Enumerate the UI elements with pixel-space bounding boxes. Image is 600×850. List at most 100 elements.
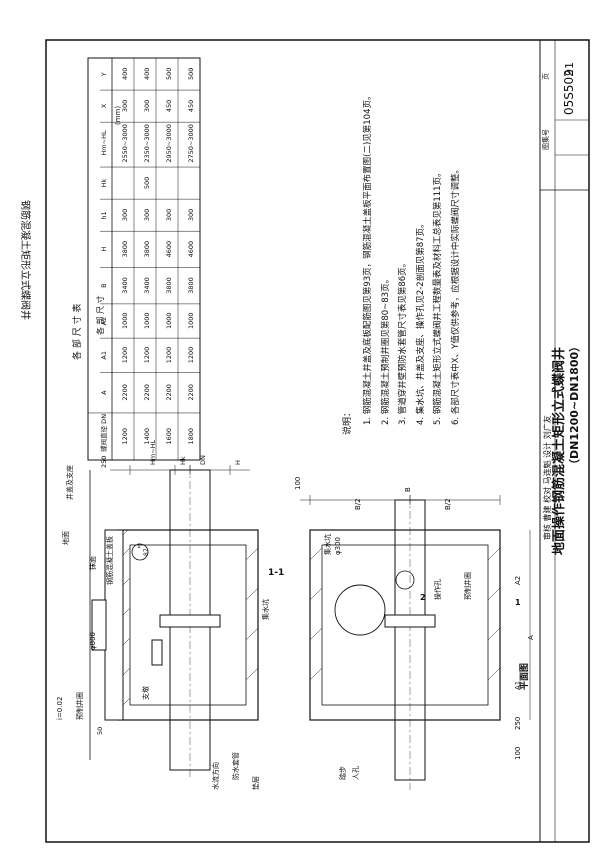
table-header-cell: Y	[100, 72, 108, 77]
table-cell: 400	[143, 68, 151, 80]
plan-label: 操作孔	[433, 579, 442, 600]
plan-dim: B/2	[354, 498, 362, 510]
table-caption: 各 部 尺 寸 表	[71, 304, 83, 360]
table-cell: 300	[165, 209, 173, 221]
table-header-cell: X	[100, 103, 108, 108]
table-cell: 4600	[165, 241, 173, 258]
note-item: 3. 管道穿井壁预防水套管尺寸表见第86页。	[397, 259, 408, 425]
section-title: 1-1	[268, 568, 284, 578]
table-frame	[87, 57, 201, 461]
title-block: 地面操作钢筋混凝土矩形立式蝶阀井 （DN1200~DN1800） 审核 曹建 校…	[539, 40, 589, 842]
table-cell: 2750~3000	[187, 124, 195, 163]
table-cell: 3800	[165, 277, 173, 294]
section-label: 预制井圈	[75, 692, 84, 720]
dim-label: H	[234, 460, 242, 465]
plan-label: 踏步	[338, 766, 347, 780]
table-cell: 4600	[187, 241, 195, 258]
table-header-cell: h1	[100, 211, 108, 219]
plan-dim: B	[404, 487, 412, 492]
table-cell: 450	[165, 100, 173, 112]
table-cell: 400	[121, 68, 129, 80]
plan-dim: B/2	[444, 498, 452, 510]
callout-87: 87	[143, 548, 150, 556]
section-label: 钢筋混凝土盖板	[105, 536, 114, 585]
table-group-header: 各 部 尺 寸	[95, 295, 105, 335]
section-label: 地面	[61, 531, 70, 545]
table-cell: 1800	[187, 428, 195, 445]
table-unit: (mm)	[114, 106, 122, 125]
table-cell: 300	[143, 100, 151, 112]
section-label: 防水套管	[231, 752, 240, 780]
side-title: 钢筋混凝土矩形立式蝶阀井	[19, 200, 32, 320]
table-header-cell: Hk	[100, 179, 108, 188]
table-cell: 500	[187, 68, 195, 80]
table-cell: 1200	[187, 347, 195, 364]
dim-label: 250	[100, 456, 108, 468]
notes-block: 说明： 1. 钢筋混凝土井盖及底板配筋图见第93页，钢筋混凝土盖板平面布置图(二…	[341, 92, 461, 436]
dim-label: Hk	[179, 456, 187, 465]
plan-dim: A2	[514, 576, 522, 585]
title-main: 地面操作钢筋混凝土矩形立式蝶阀井	[551, 347, 567, 555]
section-label: 支墩	[141, 686, 150, 700]
table-cell: 1000	[121, 312, 129, 329]
table-cell: 500	[165, 68, 173, 80]
table-cell: 300	[121, 209, 129, 221]
section-mark-2: 2	[420, 593, 426, 602]
table-cell: 1200	[143, 347, 151, 364]
section-label: 集水坑	[261, 599, 270, 620]
plan-dim: 250	[514, 717, 522, 730]
table-cell: 3800	[121, 241, 129, 258]
plan-label: 预制井圈	[463, 572, 472, 600]
plan-label: 集水坑	[323, 534, 332, 555]
note-item: 6. 各部尺寸表中X、Y值仅供参考，应根据设计中实际蝶阀尺寸调整。	[450, 165, 461, 425]
table-header-cell: H	[100, 247, 108, 252]
review-row: 审核 曹建 校对 马连魁 设计 刘广友	[542, 415, 552, 540]
note-item: 5. 钢筋混凝土矩形立式蝶阀井工程数量表及材料工总表见第111页。	[432, 168, 443, 425]
table-cell: 2200	[121, 384, 129, 401]
table-header-cell: 蝶阀直径 DN	[99, 414, 108, 452]
plan-dim: 100	[294, 477, 302, 490]
table-header-cell: Hm~HL	[100, 130, 108, 156]
table-cell: 1200	[121, 428, 129, 445]
section-view-1-1: 1 87 井盖及支座 地面 抹面 预制井圈 钢筋混凝土盖板 φ800 i=0.0…	[56, 439, 284, 790]
table-cell: 2200	[143, 384, 151, 401]
table-header-cell: A	[100, 390, 108, 395]
dimension-table: 蝶阀直径 DNAA1A2BHh1HkHm~HLXY120022001200100…	[87, 57, 201, 461]
table-cell: 1000	[165, 312, 173, 329]
table-cell: 3400	[121, 277, 129, 294]
table-cell: 1600	[165, 428, 173, 445]
plan-dim: A1	[514, 681, 522, 690]
plan-dim: A	[527, 635, 535, 640]
plan-dim: 100	[514, 747, 522, 760]
table-cell: 2200	[165, 384, 173, 401]
table-cell: 2950~3000	[165, 124, 173, 163]
table-cell: 500	[143, 177, 151, 189]
table-cell: 3800	[187, 277, 195, 294]
plan-label: 人孔	[352, 766, 360, 780]
table-cell: 2200	[187, 384, 195, 401]
section-label: 垫层	[251, 776, 260, 790]
table-header-cell: B	[100, 283, 108, 287]
table-cell: 300	[143, 209, 151, 221]
table-cell: 1200	[165, 347, 173, 364]
table-cell: 1000	[143, 312, 151, 329]
dim-label: Hm~HL	[149, 439, 157, 465]
table-header-cell: A2	[100, 317, 108, 326]
table-cell: 3800	[143, 241, 151, 258]
title-sub: （DN1200~DN1800）	[568, 341, 581, 470]
table-cell: 3400	[143, 277, 151, 294]
section-mark-1: 1	[515, 598, 521, 607]
table-cell: 1000	[187, 312, 195, 329]
notes-heading: 说明：	[341, 408, 353, 435]
plan-title: 平面图	[519, 663, 530, 690]
section-label: φ800	[89, 632, 97, 650]
section-label: 井盖及支座	[65, 465, 74, 500]
table-cell: 1400	[143, 428, 151, 445]
note-item: 2. 钢筋混凝土预制井圈见第80~83页。	[380, 275, 391, 425]
table-cell: 2550~3000	[121, 124, 129, 163]
table-cell: 300	[121, 100, 129, 112]
note-item: 1. 钢筋混凝土井盖及底板配筋图见第93页，钢筋混凝土盖板平面布置图(二)见第1…	[362, 92, 373, 426]
table-cell: 300	[187, 209, 195, 221]
atlas-no: 05S502	[562, 69, 576, 115]
